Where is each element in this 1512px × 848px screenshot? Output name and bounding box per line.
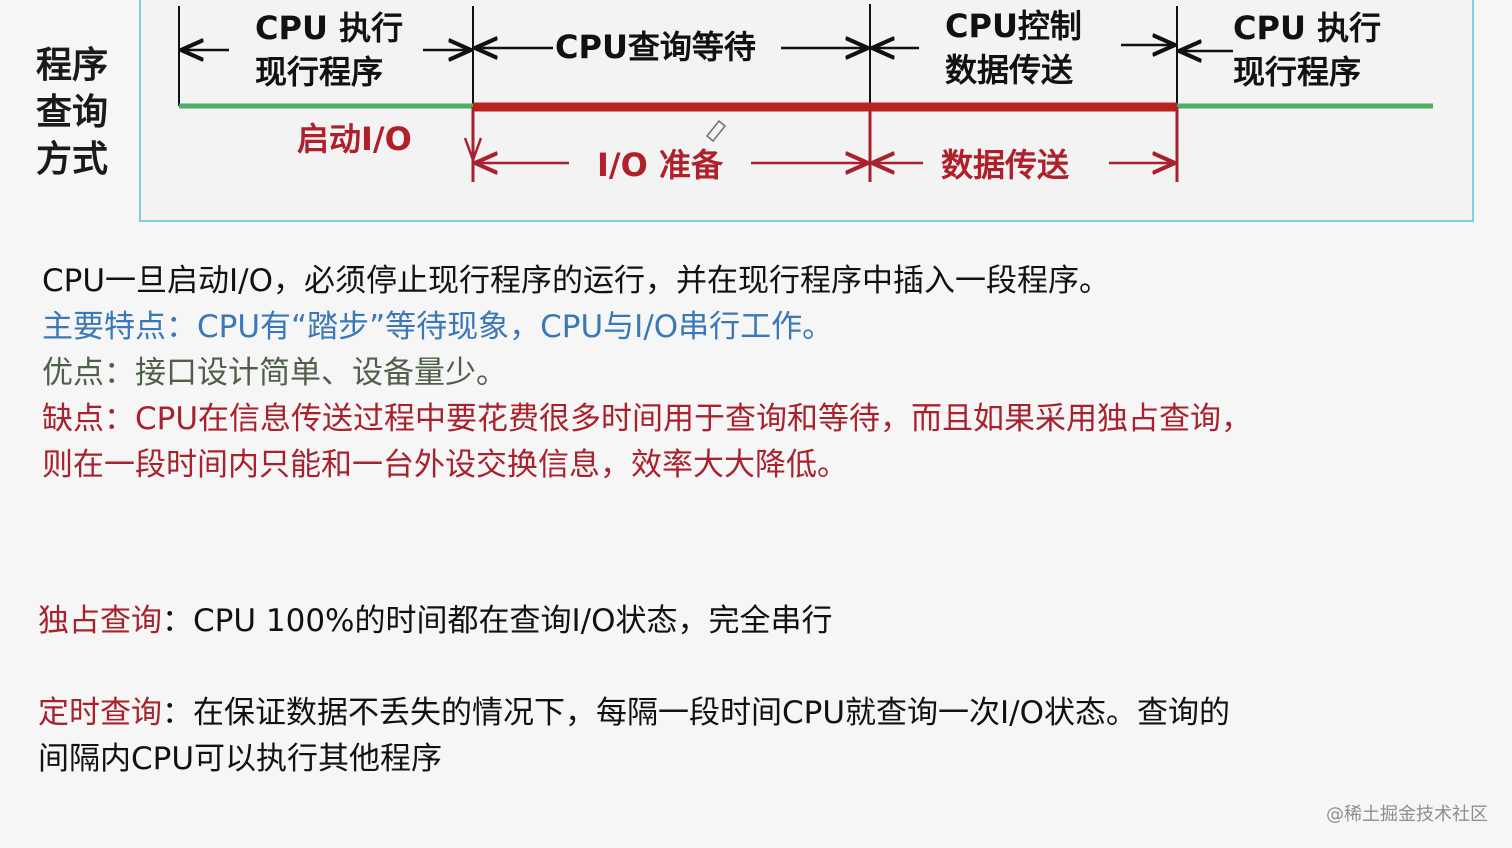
timing-diagram: CPU 执行 现行程序 CPU查询等待 CPU控制 数据传送 CPU 执行 现行… — [139, 0, 1474, 222]
timed-query-desc: ：在保证数据不丢失的情况下，每隔一段时间CPU就查询一次I/O状态。查询的 — [162, 695, 1231, 731]
exclusive-query-desc: ：CPU 100%的时间都在查询I/O状态，完全串行 — [162, 603, 833, 639]
method-label: 程序 查询 方式 — [36, 45, 109, 180]
timed-query-desc-2: 间隔内CPU可以执行其他程序 — [38, 741, 443, 777]
pros-text: 优点：接口设计简单、设备量少。 — [42, 355, 507, 391]
segment-cpu-exec-2: CPU 执行 现行程序 — [1233, 9, 1382, 91]
exclusive-query-term: 独占查询 — [38, 603, 162, 639]
watermark: @稀土掘金技术社区 — [1326, 804, 1488, 825]
segment-cpu-wait: CPU查询等待 — [555, 28, 756, 66]
timed-query-line: 定时查询：在保证数据不丢失的情况下，每隔一段时间CPU就查询一次I/O状态。查询… — [38, 690, 1230, 736]
cons-text-2: 则在一段时间内只能和一台外设交换信息，效率大大降低。 — [42, 447, 848, 483]
data-transfer-label: 数据传送 — [941, 146, 1070, 184]
intro-text: CPU一旦启动I/O，必须停止现行程序的运行，并在现行程序中插入一段程序。 — [42, 263, 1111, 299]
timing-lines — [178, 4, 1433, 182]
start-io-label: 启动I/O — [297, 120, 412, 158]
feature-text: 主要特点：CPU有“踏步”等待现象，CPU与I/O串行工作。 — [42, 309, 834, 345]
io-prepare-label: I/O 准备 — [597, 146, 723, 184]
pen-cursor-icon — [705, 119, 727, 143]
segment-cpu-transfer: CPU控制 数据传送 — [945, 7, 1082, 89]
segment-cpu-exec-1: CPU 执行 现行程序 — [255, 9, 404, 91]
timed-query-term: 定时查询 — [38, 695, 162, 731]
cons-text-1: 缺点：CPU在信息传送过程中要花费很多时间用于查询和等待，而且如果采用独占查询， — [42, 401, 1253, 437]
exclusive-query-line: 独占查询：CPU 100%的时间都在查询I/O状态，完全串行 — [38, 598, 833, 644]
